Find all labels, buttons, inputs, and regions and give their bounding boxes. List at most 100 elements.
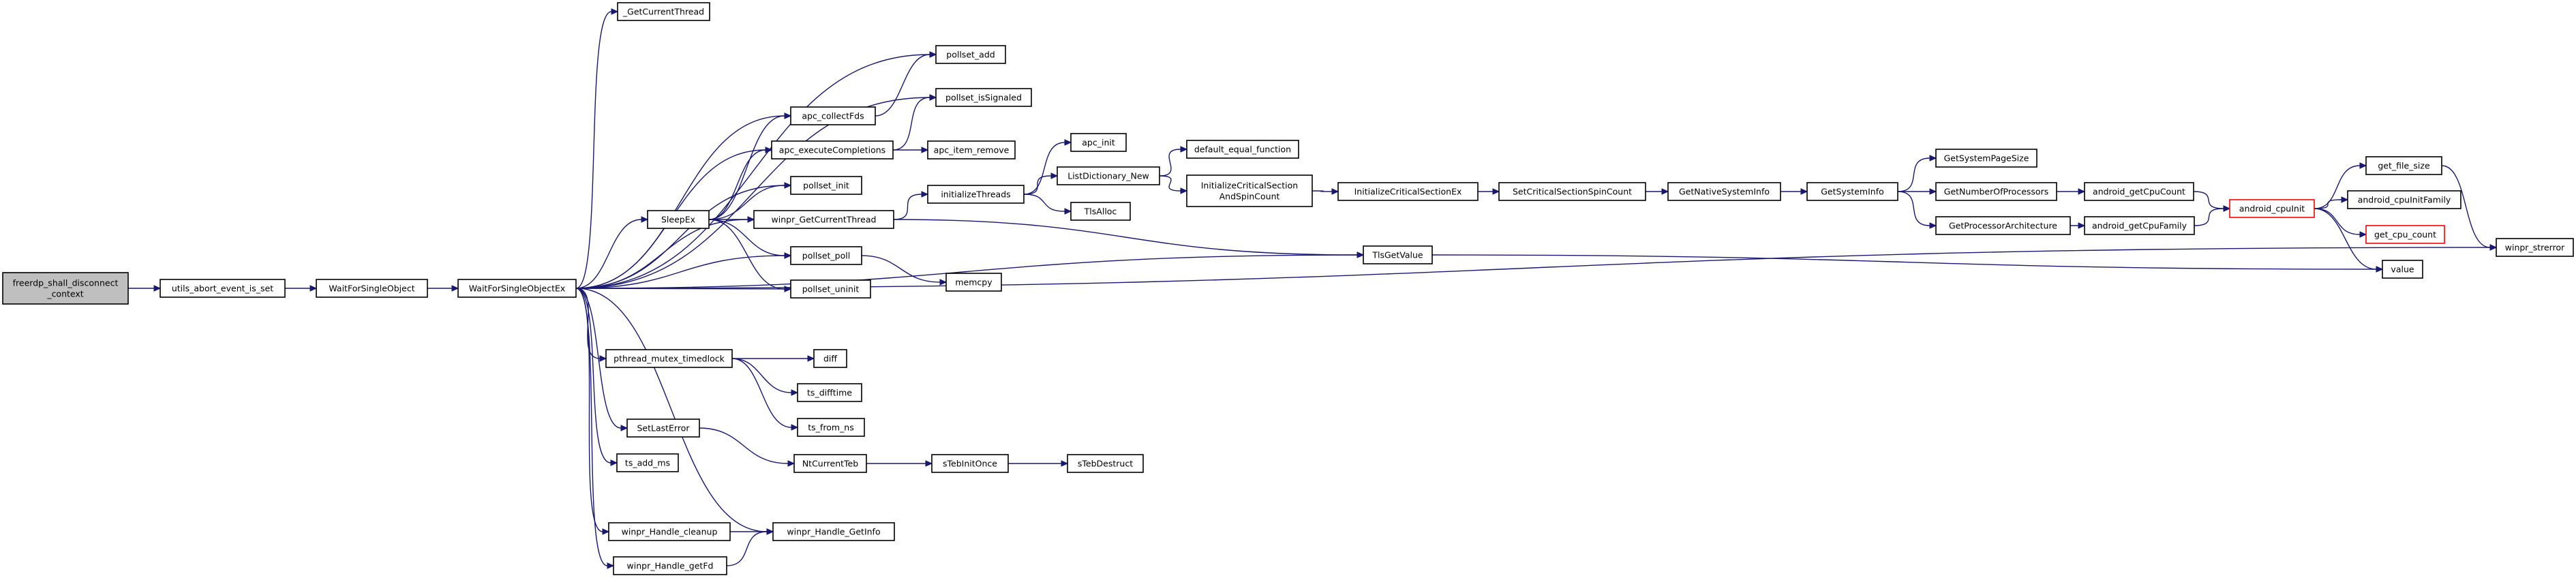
node-value[interactable]: value bbox=[2382, 260, 2423, 279]
edge-stebinitonce-to-stebdestruct bbox=[1008, 460, 1069, 467]
edge-arrowhead bbox=[921, 191, 929, 198]
node-box bbox=[2084, 182, 2194, 201]
node-getprocarch[interactable]: GetProcessorArchitecture bbox=[1935, 216, 2071, 235]
node-android-cpuinit[interactable]: android_cpuInit bbox=[2229, 199, 2315, 218]
edge-arrowhead bbox=[1357, 252, 1365, 258]
node-box bbox=[2347, 190, 2461, 209]
node-ts-difftime[interactable]: ts_difftime bbox=[797, 383, 862, 402]
edge-arrowhead bbox=[791, 389, 799, 396]
edge-line bbox=[1159, 175, 1181, 192]
node-box bbox=[790, 106, 876, 125]
edge-arrowhead bbox=[1331, 188, 1339, 195]
node-pollset-poll[interactable]: pollset_poll bbox=[790, 246, 862, 265]
node-getsysinfo[interactable]: GetSystemInfo bbox=[1806, 182, 1898, 201]
node-box bbox=[1667, 182, 1781, 201]
node-ts-from-ns[interactable]: ts_from_ns bbox=[797, 418, 865, 437]
edge-line bbox=[875, 54, 930, 117]
node-tlsalloc[interactable]: TlsAlloc bbox=[1070, 202, 1131, 221]
node-get-file-size[interactable]: get_file_size bbox=[2365, 156, 2442, 175]
edge-android_cpuinit-to-get_file_size bbox=[2314, 162, 2367, 209]
edge-arrowhead bbox=[2078, 188, 2086, 195]
node-ntcurrentteb[interactable]: NtCurrentTeb bbox=[793, 454, 867, 473]
node-label: apc_executeCompletions bbox=[779, 145, 885, 155]
edge-arrowhead bbox=[2359, 162, 2367, 169]
edge-arrowhead bbox=[1061, 460, 1069, 467]
edge-android_cpuinit-to-android_cpuinitfamily bbox=[2314, 196, 2349, 209]
node-apc-init[interactable]: apc_init bbox=[1070, 133, 1127, 152]
node-utils-abort[interactable]: utils_abort_event_is_set bbox=[160, 279, 286, 298]
node-label: TlsGetValue bbox=[1372, 250, 1423, 260]
node-winpr-strerror[interactable]: winpr_strerror bbox=[2496, 238, 2574, 257]
edge-arrowhead bbox=[766, 528, 774, 535]
node-initcritsecex[interactable]: InitializeCriticalSectionEx bbox=[1337, 182, 1479, 201]
node-pollset-uninit[interactable]: pollset_uninit bbox=[790, 279, 871, 299]
node-getcurrentthread[interactable]: _GetCurrentThread bbox=[617, 2, 710, 21]
node-label: get_cpu_count bbox=[2374, 230, 2436, 240]
edge-line bbox=[575, 185, 785, 289]
edge-arrowhead bbox=[929, 51, 937, 58]
node-tlsgetvalue[interactable]: TlsGetValue bbox=[1363, 245, 1433, 264]
node-default-equal[interactable]: default_equal_function bbox=[1186, 140, 1299, 159]
edge-arrowhead bbox=[1929, 155, 1937, 162]
node-setcritsec[interactable]: SetCriticalSectionSpinCount bbox=[1498, 182, 1646, 201]
edge-wfsoex-to-pollset_poll bbox=[575, 252, 792, 289]
node-label: default_equal_function bbox=[1194, 144, 1291, 155]
edge-ntcurrentteb-to-stebinitonce bbox=[866, 460, 933, 467]
node-apc-collectfds[interactable]: apc_collectFds bbox=[790, 106, 876, 125]
node-box bbox=[1498, 182, 1646, 201]
node-box bbox=[1186, 140, 1299, 159]
node-memcpy[interactable]: memcpy bbox=[945, 273, 1002, 292]
node-handle-cleanup[interactable]: winpr_Handle_cleanup bbox=[608, 522, 731, 541]
node-pollset-init[interactable]: pollset_init bbox=[790, 176, 862, 195]
node-winpr-getcurrentthread[interactable]: winpr_GetCurrentThread bbox=[753, 210, 894, 229]
edge-line bbox=[2314, 165, 2361, 209]
edge-apc_exec-to-pollset_issignaled bbox=[892, 94, 937, 151]
node-pollset-add[interactable]: pollset_add bbox=[935, 45, 1006, 64]
edge-line bbox=[575, 254, 1358, 289]
edge-line bbox=[575, 288, 622, 429]
edge-arrowhead bbox=[807, 355, 815, 362]
node-pollset-issignaled[interactable]: pollset_isSignaled bbox=[935, 88, 1032, 107]
node-android-cpucount[interactable]: android_getCpuCount bbox=[2084, 182, 2194, 201]
node-pthread-timedlock[interactable]: pthread_mutex_timedlock bbox=[605, 349, 733, 368]
edge-getnumproc-to-android_cpucount bbox=[2057, 188, 2086, 195]
node-ts-add-ms[interactable]: ts_add_ms bbox=[616, 453, 679, 472]
node-initthreads[interactable]: initializeThreads bbox=[927, 185, 1025, 204]
node-box bbox=[2365, 225, 2445, 244]
edge-wfsoex-to-ts_add_ms bbox=[575, 288, 618, 466]
node-box bbox=[316, 279, 428, 298]
node-wfsoex[interactable]: WaitForSingleObjectEx bbox=[457, 279, 577, 298]
node-apc-item-remove[interactable]: apc_item_remove bbox=[927, 140, 1016, 159]
node-box bbox=[1070, 133, 1127, 152]
node-listdict[interactable]: ListDictionary_New bbox=[1057, 166, 1160, 185]
edge-arrowhead bbox=[1661, 188, 1669, 195]
edge-utils_abort-to-wfso bbox=[285, 285, 318, 292]
node-sleepex[interactable]: SleepEx bbox=[647, 210, 710, 229]
node-apc-exec[interactable]: apc_executeCompletions bbox=[771, 140, 894, 159]
node-label: android_cpuInitFamily bbox=[2358, 195, 2451, 205]
node-box bbox=[1363, 245, 1433, 264]
node-getpagesize[interactable]: GetSystemPageSize bbox=[1935, 149, 2037, 168]
node-box bbox=[160, 279, 286, 298]
node-handle-getinfo[interactable]: winpr_Handle_GetInfo bbox=[772, 522, 895, 541]
edge-arrowhead bbox=[610, 459, 618, 466]
node-wfso[interactable]: WaitForSingleObject bbox=[316, 279, 428, 298]
node-get-cpu-count[interactable]: get_cpu_count bbox=[2365, 225, 2445, 244]
node-label: SetLastError bbox=[637, 423, 690, 434]
node-box bbox=[617, 2, 710, 21]
node-label: android_getCpuFamily bbox=[2092, 221, 2187, 231]
node-setlasterror[interactable]: SetLastError bbox=[626, 419, 700, 438]
node-android-cpuinitfamily[interactable]: android_cpuInitFamily bbox=[2347, 190, 2461, 209]
node-android-cpufamily[interactable]: android_getCpuFamily bbox=[2084, 216, 2195, 235]
node-stebinitonce[interactable]: sTebInitOnce bbox=[931, 454, 1009, 473]
node-box bbox=[647, 210, 710, 229]
node-root[interactable]: freerdp_shall_disconnect_context bbox=[2, 272, 129, 305]
node-handle-getfd[interactable]: winpr_Handle_getFd bbox=[613, 556, 727, 575]
node-stebdestruct[interactable]: sTebDestruct bbox=[1067, 454, 1144, 473]
node-diff[interactable]: diff bbox=[813, 349, 847, 368]
edge-arrowhead bbox=[2078, 222, 2086, 229]
node-getnumproc[interactable]: GetNumberOfProcessors bbox=[1935, 182, 2057, 201]
edge-arrowhead bbox=[309, 285, 318, 292]
node-getnativesysinfo[interactable]: GetNativeSystemInfo bbox=[1667, 182, 1781, 201]
